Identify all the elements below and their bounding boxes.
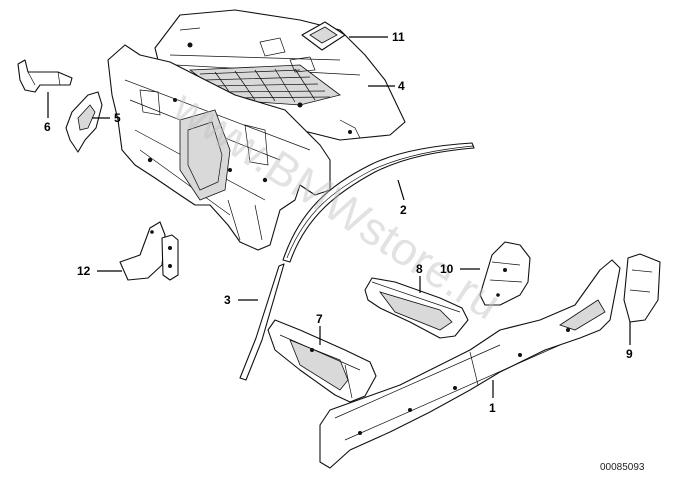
part-3-strip[interactable] [239,263,285,381]
part-2-rail[interactable] [282,142,475,263]
part-7-floor-member[interactable] [267,319,377,403]
part-12-hinge[interactable] [119,221,179,281]
part-5-bracket[interactable] [65,91,103,153]
callout-10: 10 [440,262,454,276]
callout-12: 12 [77,264,91,278]
callout-3: 3 [224,293,231,307]
part-9-pillar-piece[interactable] [623,253,661,323]
callout-1: 1 [489,401,496,415]
document-number: 00085093 [600,462,645,473]
part-6-bracket[interactable] [17,59,73,93]
part-10-pillar-bracket[interactable] [479,241,531,306]
callout-6: 6 [44,120,51,134]
part-8-cross-member[interactable] [364,277,469,339]
part-11-bracket[interactable] [301,21,346,51]
callout-8: 8 [416,262,423,276]
callout-9: 9 [626,347,633,361]
callout-11: 11 [392,30,405,44]
callout-2: 2 [400,203,407,217]
callout-labels: 11 4 6 5 2 3 12 7 8 10 9 1 [44,30,633,415]
callout-7: 7 [316,312,323,326]
callout-5: 5 [114,111,121,125]
callout-4: 4 [398,79,405,93]
rear-bulkhead-panel[interactable] [107,44,331,251]
part-1-side-sill[interactable] [319,259,621,469]
leader-lines [47,36,631,398]
shelf-grille [199,68,331,103]
